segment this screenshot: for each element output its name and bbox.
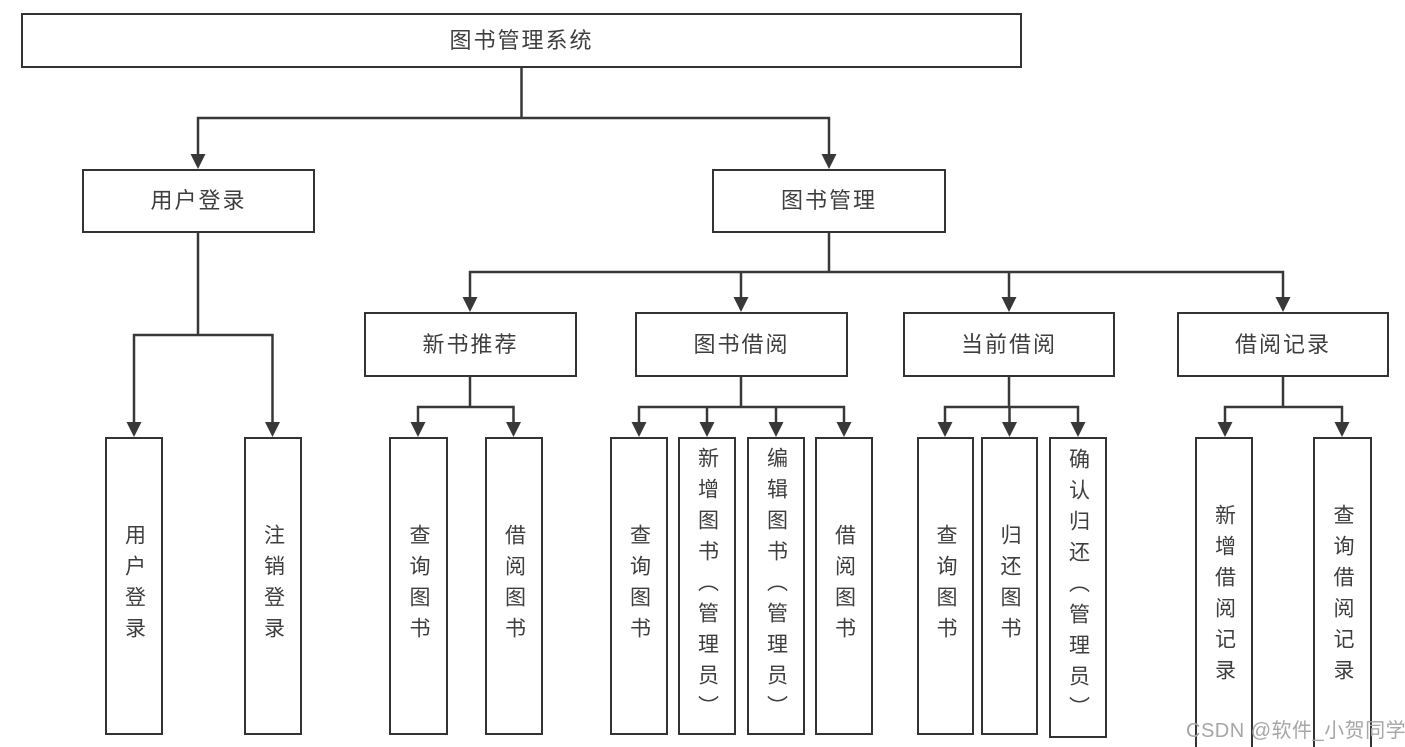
- arrowheads: [126, 154, 1350, 437]
- node-user-login: 用户登录: [82, 169, 315, 233]
- leaf-query-books-borrow-label: 查询图书: [627, 524, 651, 648]
- node-book-borrowing: 图书借阅: [635, 312, 848, 377]
- node-root-label: 图书管理系统: [449, 27, 594, 53]
- node-current-borrowing-label: 当前借阅: [960, 331, 1057, 357]
- leaf-add-borrow-record-label: 新增借阅记录: [1212, 504, 1236, 690]
- leaf-user-login: 用户登录: [105, 437, 163, 735]
- leaf-query-borrow-record: 查询借阅记录: [1313, 437, 1372, 747]
- leaf-add-books-admin: 新增图书（管理员）: [678, 437, 736, 735]
- node-book-management-label: 图书管理: [780, 188, 877, 213]
- node-book-management: 图书管理: [712, 169, 946, 233]
- node-borrowing-records-label: 借阅记录: [1234, 331, 1331, 357]
- leaf-confirm-return-admin-label: 确认归还（管理员）: [1066, 448, 1090, 727]
- leaf-user-login-label: 用户登录: [122, 524, 146, 648]
- leaf-query-borrow-record-label: 查询借阅记录: [1331, 504, 1354, 690]
- node-root: 图书管理系统: [21, 13, 1022, 68]
- leaf-confirm-return-admin: 确认归还（管理员）: [1049, 437, 1107, 738]
- node-borrowing-records: 借阅记录: [1177, 312, 1389, 377]
- leaf-edit-books-admin-label: 编辑图书（管理员）: [764, 446, 788, 726]
- node-new-book-recommendation: 新书推荐: [364, 312, 577, 377]
- leaf-query-books-recommend: 查询图书: [389, 437, 448, 735]
- leaf-borrow-books-label: 借阅图书: [832, 524, 856, 648]
- node-new-book-recommendation-label: 新书推荐: [422, 331, 519, 357]
- leaf-return-books: 归还图书: [981, 437, 1038, 735]
- leaf-return-books-label: 归还图书: [998, 524, 1021, 648]
- leaf-logout-label: 注销登录: [261, 524, 285, 648]
- leaf-add-books-admin-label: 新增图书（管理员）: [695, 446, 719, 726]
- tree-edges: [132, 68, 1344, 426]
- node-current-borrowing: 当前借阅: [903, 312, 1115, 377]
- leaf-edit-books-admin: 编辑图书（管理员）: [747, 437, 805, 735]
- leaf-add-borrow-record: 新增借阅记录: [1195, 437, 1253, 747]
- node-book-borrowing-label: 图书借阅: [693, 331, 790, 357]
- leaf-query-books-current-label: 查询图书: [934, 524, 957, 648]
- node-user-login-label: 用户登录: [150, 188, 247, 213]
- leaf-logout: 注销登录: [244, 437, 302, 735]
- csdn-watermark: CSDN @软件_小贺同学: [1186, 720, 1405, 742]
- leaf-query-books-recommend-label: 查询图书: [407, 524, 430, 648]
- leaf-borrow-books: 借阅图书: [815, 437, 873, 735]
- leaf-query-books-borrow: 查询图书: [610, 437, 668, 735]
- leaf-query-books-current: 查询图书: [917, 437, 974, 735]
- leaf-borrow-books-recommend-label: 借阅图书: [502, 524, 526, 648]
- leaf-borrow-books-recommend: 借阅图书: [485, 437, 543, 735]
